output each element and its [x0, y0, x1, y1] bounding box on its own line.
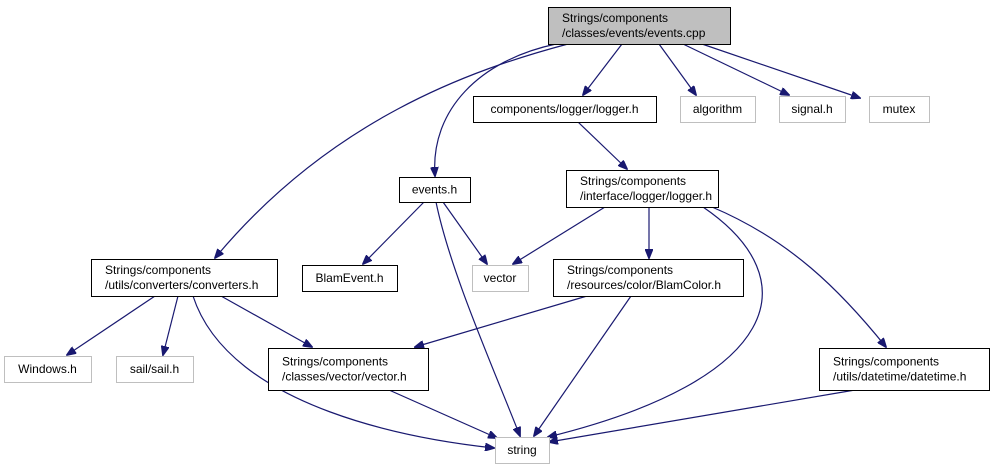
edge-vector-h-to-string — [388, 389, 497, 438]
node-label-line: components/logger/logger.h — [490, 102, 638, 116]
node-label-line: BlamEvent.h — [315, 271, 383, 285]
node-events-h[interactable]: events.h — [399, 177, 471, 203]
node-blamcolor-h[interactable]: Strings/components/resources/color/BlamC… — [553, 259, 744, 297]
node-string: string — [495, 437, 550, 464]
node-box — [548, 7, 731, 45]
node-box — [4, 356, 92, 383]
node-vector-h[interactable]: Strings/components/classes/vector/vector… — [268, 348, 429, 391]
edge-iface-logger-h-to-datetime-h — [711, 206, 886, 347]
node-converters-h[interactable]: Strings/components/utils/converters/conv… — [91, 259, 278, 297]
node-label-line: Strings/components — [282, 355, 388, 369]
edge-converters-h-to-vector-h — [220, 295, 312, 347]
node-label-line: events.h — [412, 183, 457, 197]
node-blamevent-h[interactable]: BlamEvent.h — [302, 265, 398, 292]
node-box — [302, 265, 398, 292]
edge-events-h-to-string — [435, 201, 520, 436]
edge-datetime-h-to-string — [549, 389, 856, 442]
node-label-line: mutex — [883, 102, 916, 116]
edges — [67, 43, 886, 448]
edge-logger-h-to-iface-logger-h — [577, 121, 627, 169]
node-box — [819, 348, 990, 391]
node-label-line: algorithm — [693, 102, 742, 116]
node-label-line: sail/sail.h — [130, 362, 179, 376]
node-label-line: /classes/events/events.cpp — [562, 26, 706, 40]
node-label-line: Windows.h — [18, 362, 77, 376]
node-box — [553, 259, 744, 297]
node-events-cpp[interactable]: Strings/components/classes/events/events… — [548, 7, 731, 45]
node-label-line: /utils/datetime/datetime.h — [833, 370, 966, 384]
node-label-line: /classes/vector/vector.h — [282, 370, 407, 384]
node-box — [566, 170, 719, 208]
node-label-line: /interface/logger/logger.h — [580, 189, 712, 203]
node-label-line: vector — [484, 271, 517, 285]
edge-events-cpp-to-logger-h — [583, 43, 623, 95]
edge-events-h-to-blamevent-h — [363, 201, 425, 264]
edge-events-cpp-to-mutex — [701, 43, 860, 98]
edge-events-cpp-to-converters-h — [215, 43, 569, 258]
node-label-line: Strings/components — [562, 11, 668, 25]
node-box — [399, 177, 471, 203]
nodes: Strings/components/classes/events/events… — [4, 7, 990, 464]
edge-iface-logger-h-to-vector — [513, 206, 606, 264]
node-box — [268, 348, 429, 391]
node-label-line: Strings/components — [580, 174, 686, 188]
node-datetime-h[interactable]: Strings/components/utils/datetime/dateti… — [819, 348, 990, 391]
edge-events-cpp-to-signal-h — [682, 43, 789, 95]
node-box — [91, 259, 278, 297]
node-box — [869, 96, 930, 123]
node-label-line: string — [507, 443, 536, 457]
edge-converters-h-to-string — [192, 295, 494, 448]
edge-events-h-to-vector — [442, 201, 487, 264]
node-label-line: /utils/converters/converters.h — [105, 278, 258, 292]
edge-blamcolor-h-to-vector-h — [415, 295, 588, 347]
node-box — [495, 437, 550, 464]
node-label-line: Strings/components — [833, 355, 939, 369]
edge-blamcolor-h-to-string — [534, 295, 632, 436]
node-algorithm: algorithm — [680, 96, 756, 123]
node-box — [473, 96, 657, 123]
node-box — [472, 265, 529, 292]
node-label-line: Strings/components — [105, 263, 211, 277]
node-iface-logger-h[interactable]: Strings/components/interface/logger/logg… — [566, 170, 719, 208]
edge-iface-logger-h-to-string — [548, 206, 763, 437]
edge-events-cpp-to-events-h — [435, 43, 557, 176]
node-logger-h[interactable]: components/logger/logger.h — [473, 96, 657, 123]
node-box — [680, 96, 756, 123]
edge-events-cpp-to-algorithm — [658, 43, 696, 95]
node-windows-h: Windows.h — [4, 356, 92, 383]
node-box — [116, 356, 194, 383]
node-label-line: signal.h — [791, 102, 832, 116]
node-vector: vector — [472, 265, 529, 292]
node-label-line: Strings/components — [567, 263, 673, 277]
node-label-line: /resources/color/BlamColor.h — [567, 278, 721, 292]
node-signal-h: signal.h — [779, 96, 846, 123]
node-mutex: mutex — [869, 96, 930, 123]
edge-converters-h-to-windows-h — [67, 295, 156, 355]
edge-converters-h-to-sail-h — [163, 295, 179, 355]
node-sail-h: sail/sail.h — [116, 356, 194, 383]
node-box — [779, 96, 846, 123]
